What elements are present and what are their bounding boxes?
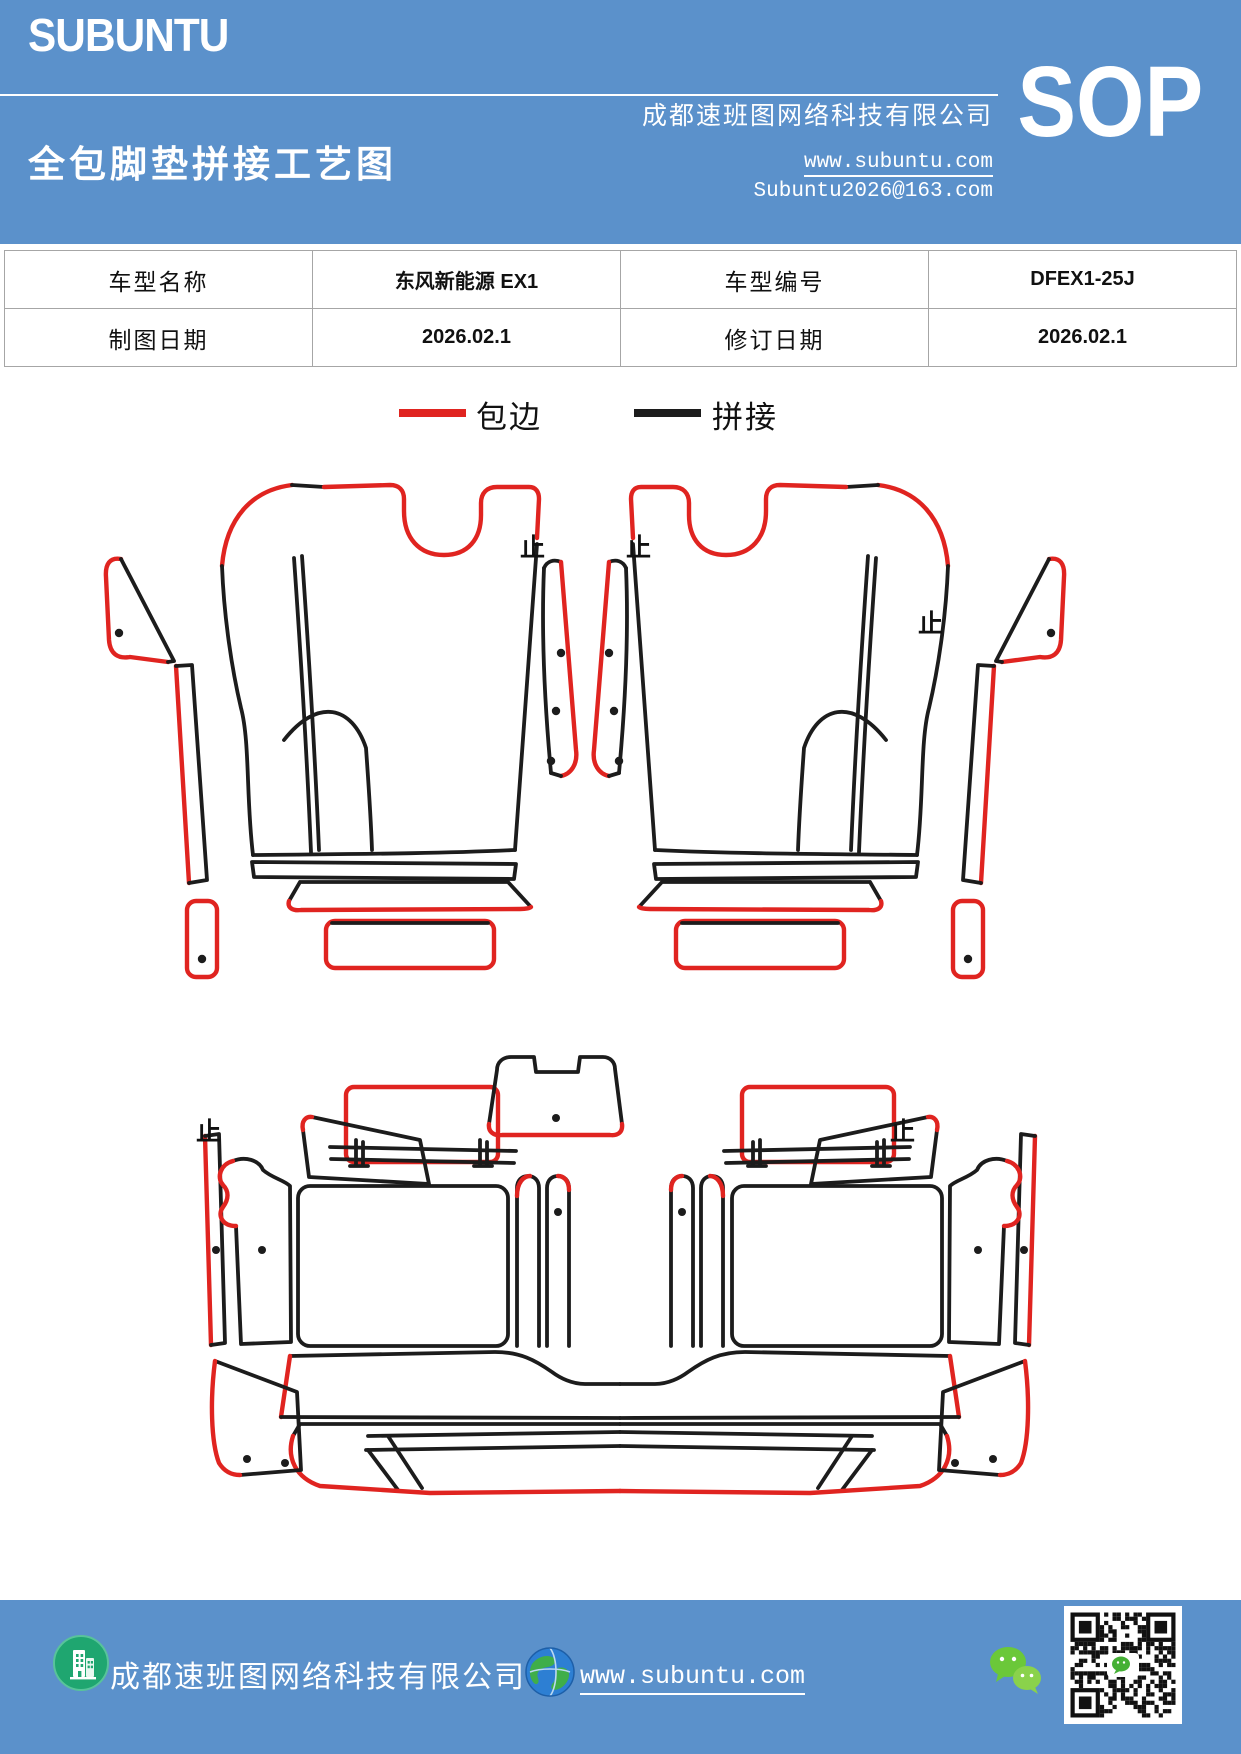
model-code-value: DFEX1-25J [929,251,1237,309]
revise-date-label: 修订日期 [621,309,929,367]
model-code-label: 车型编号 [621,251,929,309]
legend-splice-swatch [634,409,701,417]
model-name-value: 东风新能源 EX1 [313,251,621,309]
building-icon [53,1635,109,1691]
legend-edge-label: 包边 [476,400,542,435]
page-footer: 成都速班图网络科技有限公司 www.subuntu.com [0,1600,1241,1754]
page-header: SUBUNTU 全包脚垫拼接工艺图 成都速班图网络科技有限公司 www.subu… [0,0,1241,244]
header-company-name: 成都速班图网络科技有限公司 [641,103,993,130]
header-email: Subuntu2026@163.com [753,180,993,203]
stop-mark: 止 [626,534,651,562]
stop-mark: 止 [520,534,545,562]
footer-website-link[interactable]: www.subuntu.com [580,1662,806,1695]
stop-mark: 止 [918,610,943,638]
legend-splice-label: 拼接 [712,400,778,435]
page-title: 全包脚垫拼接工艺图 [28,145,397,186]
vehicle-info-table: 车型名称 东风新能源 EX1 车型编号 DFEX1-25J 制图日期 2026.… [4,250,1237,367]
passenger-mat-group [594,485,1064,977]
header-website-link[interactable]: www.subuntu.com [803,151,993,177]
stop-mark: 止 [890,1118,915,1146]
qr-code [1064,1606,1182,1724]
driver-mat-group [106,485,576,977]
header-divider [0,94,998,96]
draw-date-label: 制图日期 [5,309,313,367]
model-name-label: 车型名称 [5,251,313,309]
revise-date-value: 2026.02.1 [929,309,1237,367]
stop-mark: 止 [196,1118,221,1146]
sop-badge: SOP [1017,46,1203,158]
brand-logo: SUBUNTU [28,9,229,61]
wechat-icon [990,1647,1041,1694]
footer-company-name: 成都速班图网络科技有限公司 [110,1661,526,1694]
rear-mat-group [205,1055,1035,1493]
draw-date-value: 2026.02.1 [313,309,621,367]
globe-icon [525,1647,575,1697]
legend-edge-swatch [399,409,466,417]
